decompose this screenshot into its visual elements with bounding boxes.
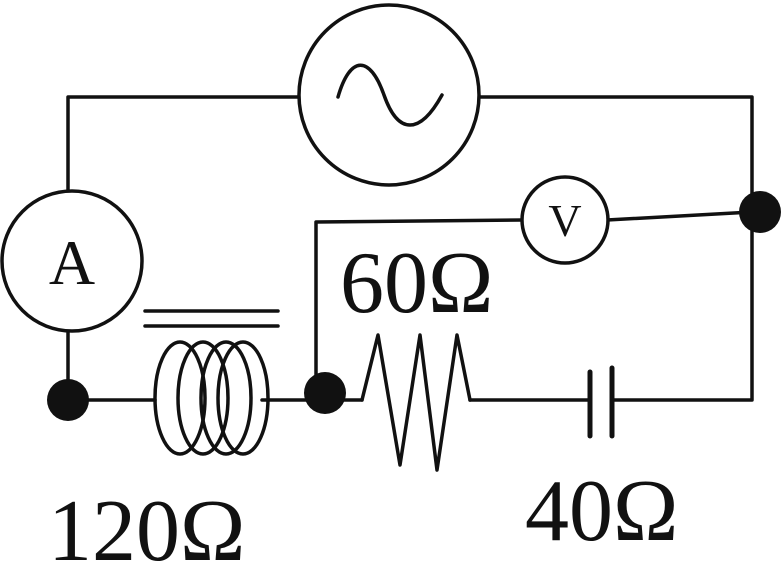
capacitor: 40Ω xyxy=(525,365,678,560)
junction-node-left xyxy=(47,379,89,421)
wire-top-right xyxy=(478,95,754,214)
junction-nodes xyxy=(47,191,781,421)
capacitor-label: 40Ω xyxy=(525,463,678,560)
ammeter-circle xyxy=(0,189,144,333)
wire-top-left xyxy=(66,95,300,192)
voltmeter-symbol: V xyxy=(548,195,581,246)
ac-source-circle xyxy=(297,3,481,187)
ammeter: A xyxy=(0,189,144,333)
voltmeter: V xyxy=(520,175,610,265)
wire-right-down xyxy=(610,210,754,402)
resistor: 60Ω xyxy=(340,235,493,472)
wire-voltmeter-right xyxy=(605,210,754,222)
inductor-coil-turn xyxy=(176,340,230,456)
resistor-zigzag xyxy=(360,333,472,472)
voltmeter-circle xyxy=(520,175,610,265)
ac-source xyxy=(297,3,481,187)
ammeter-symbol: A xyxy=(49,227,95,298)
wire-voltmeter-left xyxy=(314,218,524,400)
sine-wave-icon xyxy=(336,63,444,127)
resistor-label: 60Ω xyxy=(340,235,493,332)
inductor: 120Ω xyxy=(48,309,280,570)
inductor-coil-turn xyxy=(199,340,253,456)
inductor-coil-turn xyxy=(216,340,270,456)
junction-node-middle xyxy=(304,372,346,414)
wires xyxy=(66,95,754,402)
inductor-coil-turn xyxy=(153,340,207,456)
junction-node-right xyxy=(739,191,781,233)
inductor-label: 120Ω xyxy=(48,483,245,570)
